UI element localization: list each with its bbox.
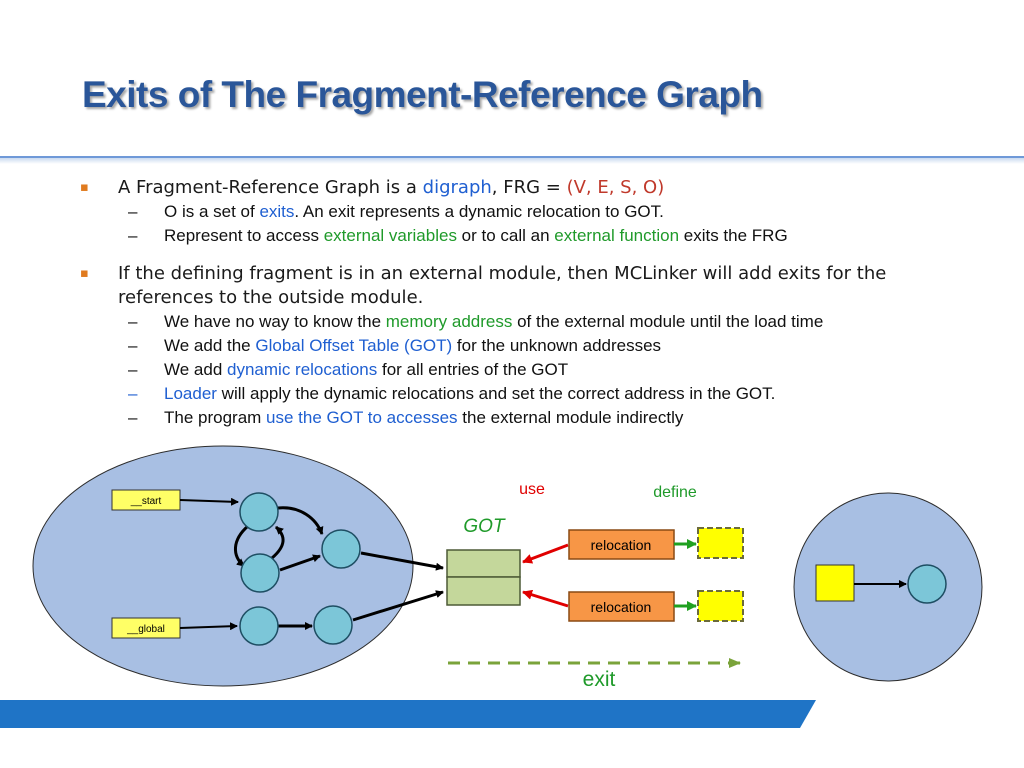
node-global <box>239 606 279 646</box>
term-got: Global Offset Table (GOT) <box>255 336 453 355</box>
bullet-list: ▪ A Fragment-Reference Graph is a digrap… <box>80 172 980 430</box>
got-entry-1 <box>446 549 521 578</box>
relocation-box-2 <box>568 591 675 622</box>
node-mid <box>240 553 280 593</box>
relocation-label-2: relocation <box>591 599 652 615</box>
edge-to-got-top <box>360 551 444 571</box>
relocation-box-1 <box>568 529 675 560</box>
start-label: __start <box>130 496 162 507</box>
bullet-item: ▪ If the defining fragment is in an exte… <box>80 263 887 308</box>
bullet-item: ▪ A Fragment-Reference Graph is a digrap… <box>80 177 665 198</box>
external-node <box>907 564 947 604</box>
define-label: define <box>653 484 697 501</box>
got-label: GOT <box>463 516 506 537</box>
sub-bullet-item: – The program use the GOT to accesses th… <box>128 408 684 427</box>
node-top <box>239 492 279 532</box>
bullet-marker-icon: ▪ <box>80 266 89 281</box>
edge-top-to-right <box>277 506 324 535</box>
page-title: Exits of The Fragment-Reference Graph <box>82 74 763 115</box>
term-use-got: use the GOT to accesses <box>266 408 458 427</box>
edge-to-got-bottom <box>352 590 444 622</box>
sub-bullet-item: – We add the Global Offset Table (GOT) f… <box>128 336 662 355</box>
term-memory-address: memory address <box>385 312 513 331</box>
exit-box-2 <box>697 590 744 622</box>
edge-loop-left <box>234 524 250 568</box>
edge-loop-right <box>271 525 285 560</box>
edge-global <box>179 622 238 631</box>
term-loader: Loader <box>164 384 217 403</box>
term-digraph: digraph <box>422 177 492 198</box>
use-arrow-bottom <box>522 589 569 608</box>
title-divider <box>0 156 1024 164</box>
term-frg-tuple: (V, E, S, O) <box>566 177 665 198</box>
sub-bullet-item: – We add dynamic relocations for all ent… <box>128 360 569 379</box>
node-global-2 <box>313 605 353 645</box>
use-arrow-top <box>522 543 569 564</box>
term-external-function: external function <box>554 226 680 245</box>
sub-bullet-item: – Represent to access external variables… <box>128 226 788 245</box>
term-external-variables: external variables <box>323 226 457 245</box>
external-module-circle <box>793 492 983 682</box>
global-label: __global <box>126 624 165 635</box>
edge-mid-to-right <box>279 554 321 572</box>
node-right <box>321 529 361 569</box>
external-symbol-box <box>815 564 855 602</box>
edge-start <box>179 497 239 506</box>
exit-box-1 <box>697 527 744 559</box>
term-dynamic-relocations: dynamic relocations <box>227 360 378 379</box>
bottom-banner <box>0 700 1024 768</box>
sub-bullet-item: – We have no way to know the memory addr… <box>128 312 824 331</box>
use-label: use <box>519 481 545 498</box>
exit-label: exit <box>583 668 616 691</box>
module-ellipse <box>32 445 414 687</box>
relocation-label-1: relocation <box>591 537 652 553</box>
got-entry-2 <box>446 576 521 606</box>
sub-bullet-item: – Loader will apply the dynamic relocati… <box>128 384 776 403</box>
term-exits: exits <box>259 202 295 221</box>
bullet-marker-icon: ▪ <box>80 180 89 195</box>
sub-bullet-item: – O is a set of exits. An exit represent… <box>128 202 664 221</box>
